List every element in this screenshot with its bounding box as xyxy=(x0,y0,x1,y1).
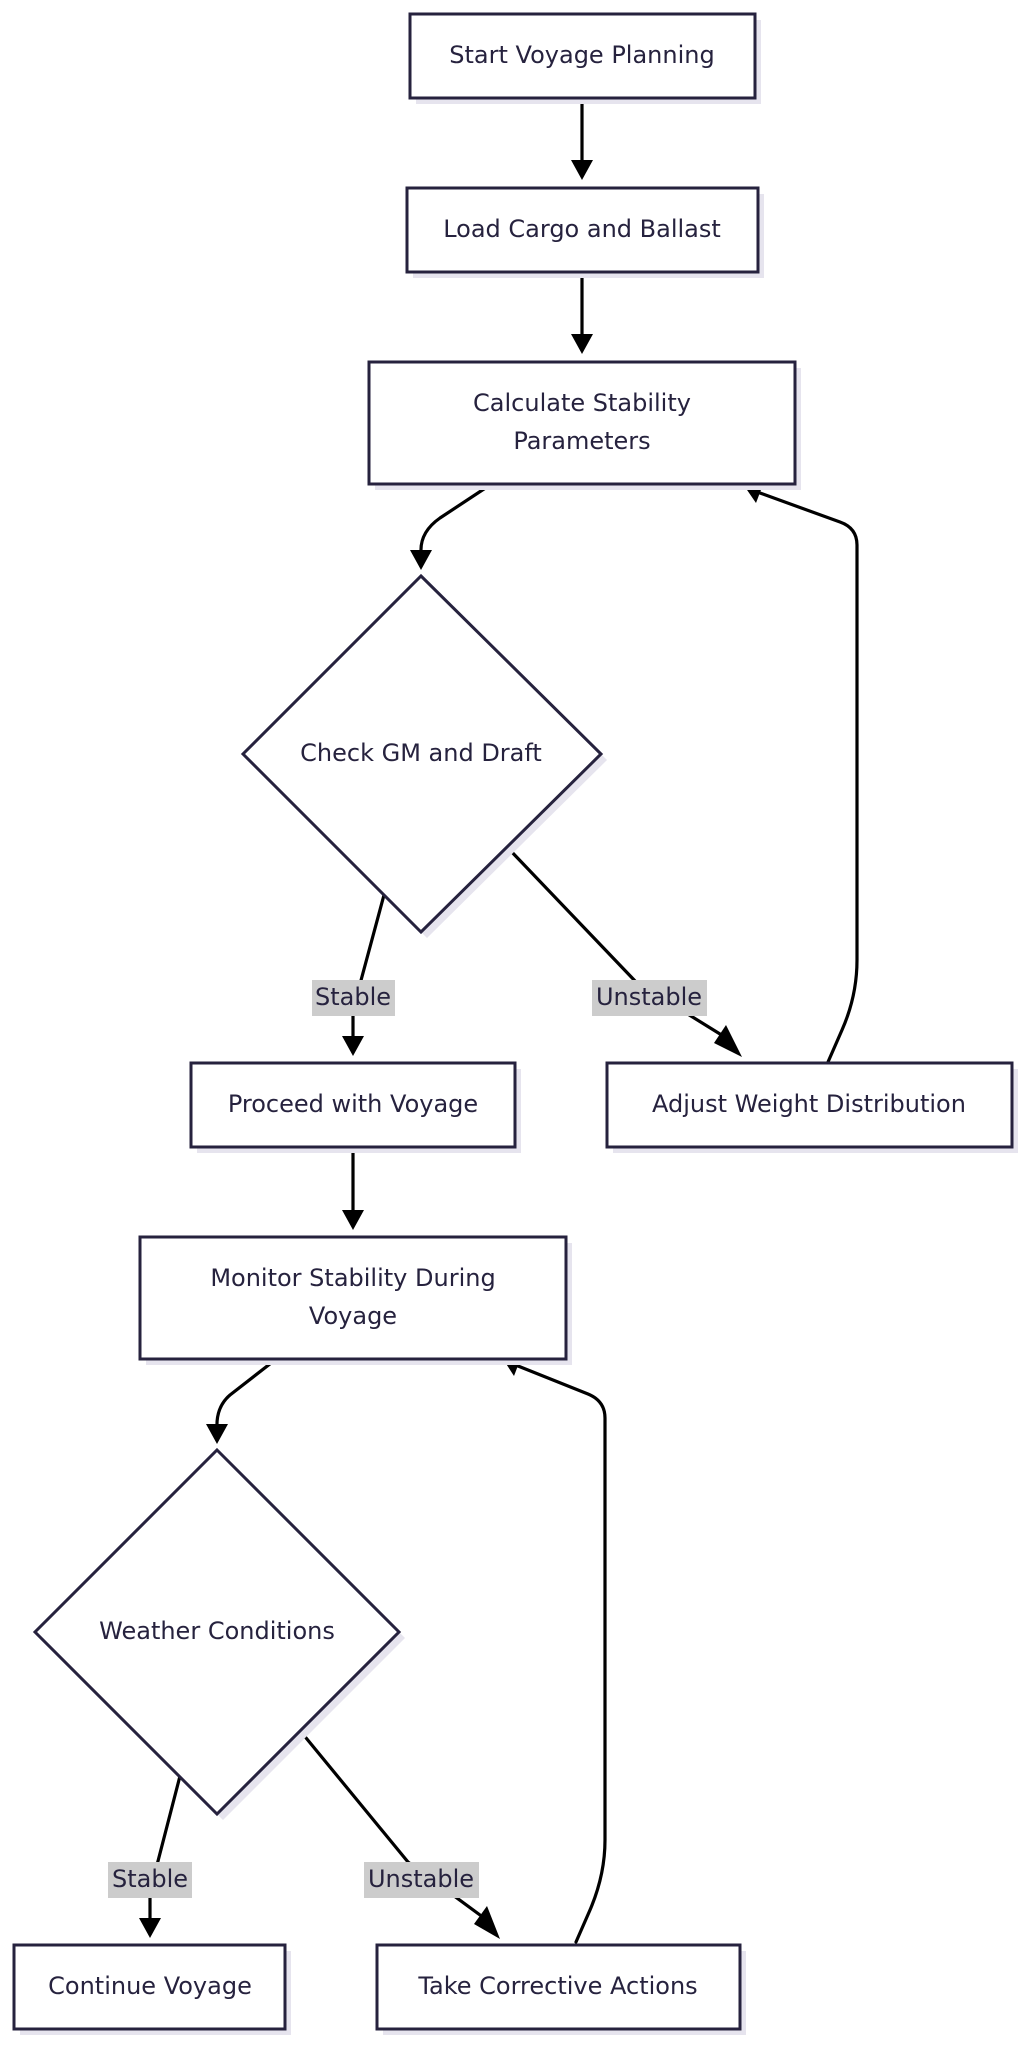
node-label-line2: Voyage xyxy=(309,1302,397,1330)
node-proceed-with-voyage: Proceed with Voyage xyxy=(189,1061,521,1153)
edge-label-text: Unstable xyxy=(368,1865,474,1893)
arrowhead-check-to-proceed xyxy=(342,1036,364,1056)
arrowhead-weather-to-corrective xyxy=(474,1906,500,1939)
node-label-line1: Monitor Stability During xyxy=(210,1264,495,1292)
decision-weather-conditions: Weather Conditions xyxy=(32,1447,405,1820)
edge-corrective-to-monitor xyxy=(516,1364,607,1944)
node-label: Proceed with Voyage xyxy=(228,1090,478,1118)
arrowhead-load-to-calc xyxy=(571,334,593,354)
arrowhead-calc-to-check xyxy=(410,550,432,570)
node-start-voyage-planning: Start Voyage Planning xyxy=(408,12,761,104)
node-label: Take Corrective Actions xyxy=(417,1972,697,2000)
edges xyxy=(139,96,859,1944)
node-calculate-stability-parameters: Calculate Stability Parameters xyxy=(367,360,801,490)
node-label: Load Cargo and Ballast xyxy=(443,215,721,243)
node-take-corrective-actions: Take Corrective Actions xyxy=(375,1943,746,2035)
edge-label-text: Stable xyxy=(112,1865,188,1893)
edge-label-text: Unstable xyxy=(596,983,702,1011)
edge-monitor-to-weather xyxy=(215,1358,277,1430)
edge-label-weather-unstable: Unstable xyxy=(364,1862,479,1898)
edge-label-check-stable: Stable xyxy=(312,980,395,1016)
node-label: Continue Voyage xyxy=(48,1972,252,2000)
edge-adjust-to-calc xyxy=(758,491,859,1064)
arrowhead-start-to-load xyxy=(571,160,593,180)
node-label: Adjust Weight Distribution xyxy=(652,1090,966,1118)
edge-calc-to-check xyxy=(419,483,492,554)
arrowhead-weather-to-continue xyxy=(139,1918,161,1938)
node-label-line1: Calculate Stability xyxy=(473,389,691,417)
edge-label-check-unstable: Unstable xyxy=(592,980,707,1016)
arrowhead-proceed-to-monitor xyxy=(342,1210,364,1230)
decision-label: Weather Conditions xyxy=(99,1617,335,1645)
arrowhead-check-to-adjust xyxy=(714,1025,742,1057)
node-continue-voyage: Continue Voyage xyxy=(12,1943,291,2035)
node-label: Start Voyage Planning xyxy=(449,41,714,69)
arrowhead-monitor-to-weather xyxy=(206,1424,228,1444)
edge-label-weather-stable: Stable xyxy=(108,1862,192,1898)
node-monitor-stability-during-voyage: Monitor Stability During Voyage xyxy=(138,1235,572,1365)
node-label-line2: Parameters xyxy=(513,427,650,455)
node-adjust-weight-distribution: Adjust Weight Distribution xyxy=(605,1061,1018,1153)
edge-label-text: Stable xyxy=(315,983,391,1011)
decision-label: Check GM and Draft xyxy=(300,739,542,767)
decision-check-gm-and-draft: Check GM and Draft xyxy=(240,573,607,938)
node-load-cargo-and-ballast: Load Cargo and Ballast xyxy=(405,186,764,278)
